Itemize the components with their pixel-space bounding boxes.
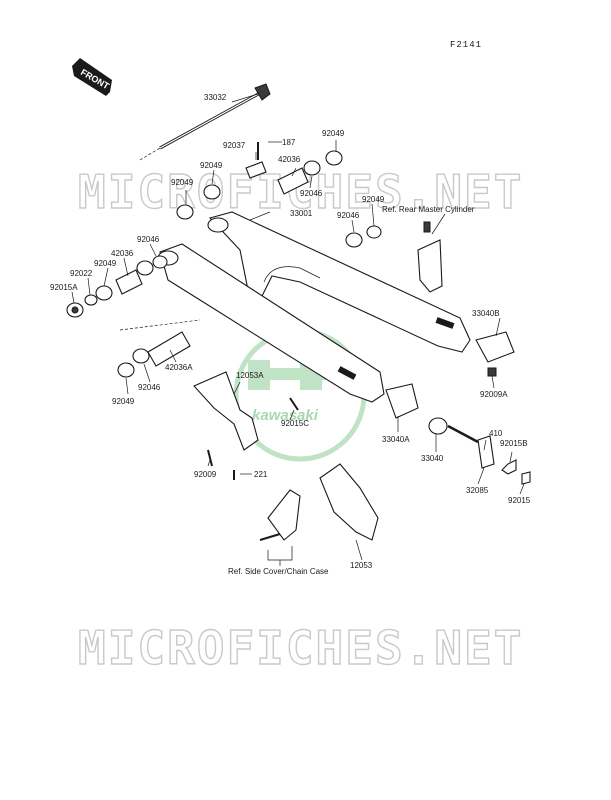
- label-92037: 92037: [223, 141, 246, 150]
- label-92046-d: 92046: [138, 383, 161, 392]
- label-92049-e: 92049: [94, 259, 117, 268]
- label-92049-c: 92049: [171, 178, 194, 187]
- chain-guide-upper: [193, 371, 299, 451]
- swingarm-body: [157, 211, 471, 403]
- watermark-bottom: MICROFICHES.NET: [78, 621, 523, 675]
- label-12053: 12053: [350, 561, 373, 570]
- label-12053a: 12053A: [236, 371, 264, 380]
- label-92046-c: 92046: [137, 235, 160, 244]
- label-92015c: 92015C: [281, 419, 309, 428]
- label-92049-b: 92049: [200, 161, 223, 170]
- upper-right-bushings: [245, 142, 382, 248]
- label-92009a: 92009A: [480, 390, 508, 399]
- label-92015a: 92015A: [50, 283, 78, 292]
- part-labels: 33032 92037 187 92049 42036 92049 92046 …: [50, 93, 531, 576]
- ref-rear-master-cylinder: Ref. Rear Master Cylinder: [382, 205, 475, 214]
- chain-case: [207, 449, 379, 566]
- label-92049-a: 92049: [322, 129, 345, 138]
- label-92009: 92009: [194, 470, 217, 479]
- label-92015b: 92015B: [500, 439, 528, 448]
- label-92049-f: 92049: [112, 397, 135, 406]
- leader-lines: [71, 93, 525, 561]
- label-33001: 33001: [290, 209, 313, 218]
- master-cylinder-bracket: [417, 213, 446, 293]
- label-42036-a: 42036: [278, 155, 301, 164]
- label-32085: 32085: [466, 486, 489, 495]
- pivot-shaft: [139, 83, 271, 161]
- label-92046-b: 92046: [337, 211, 360, 220]
- figure-code: F2141: [450, 40, 482, 50]
- label-92015: 92015: [508, 496, 531, 505]
- label-92022: 92022: [70, 269, 93, 278]
- label-92049-d: 92049: [362, 195, 385, 204]
- logo-text: kawasaki: [252, 407, 319, 424]
- front-arrow-icon: FRONT: [72, 58, 112, 96]
- chain-adjusters: [385, 331, 531, 485]
- lower-left-bushings: [117, 319, 201, 378]
- label-42036-b: 42036: [111, 249, 134, 258]
- label-187: 187: [282, 138, 296, 147]
- label-221: 221: [254, 470, 268, 479]
- label-33040: 33040: [421, 454, 444, 463]
- label-33032: 33032: [204, 93, 227, 102]
- label-33040a: 33040A: [382, 435, 410, 444]
- label-42036a: 42036A: [165, 363, 193, 372]
- label-92046-a: 92046: [300, 189, 323, 198]
- label-33040b: 33040B: [472, 309, 500, 318]
- label-410: 410: [489, 429, 503, 438]
- ref-side-cover-chain-case: Ref. Side Cover/Chain Case: [228, 567, 329, 576]
